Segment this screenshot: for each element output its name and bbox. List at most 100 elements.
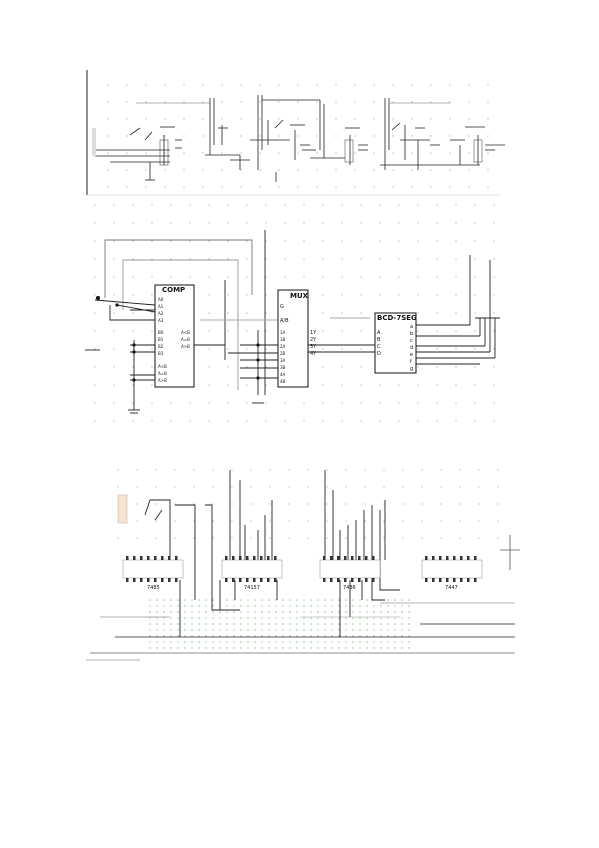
chip-pin xyxy=(330,578,333,582)
grid-dot xyxy=(202,84,204,86)
grid-dot xyxy=(449,84,451,86)
grid-dot xyxy=(497,486,499,488)
grid-dot xyxy=(189,276,191,278)
grid-dot xyxy=(170,623,172,625)
bcd-out-label: c xyxy=(410,338,413,344)
grid-dot xyxy=(117,486,119,488)
grid-dot xyxy=(493,240,495,242)
grid-dot xyxy=(254,647,256,649)
grid-dot xyxy=(411,186,413,188)
grid-dot xyxy=(268,605,270,607)
grid-dot xyxy=(145,118,147,120)
chip-pin xyxy=(474,556,477,560)
grid-dot xyxy=(227,258,229,260)
grid-dot xyxy=(265,222,267,224)
grid-dot xyxy=(231,520,233,522)
grid-dot xyxy=(191,635,193,637)
grid-dot xyxy=(459,537,461,539)
grid-dot xyxy=(250,486,252,488)
bcd-pin-label: D xyxy=(377,351,381,357)
grid-dot xyxy=(394,617,396,619)
grid-dot xyxy=(94,348,96,350)
grid-dot xyxy=(411,135,413,137)
grid-dot xyxy=(401,617,403,619)
grid-dot xyxy=(322,366,324,368)
grid-dot xyxy=(113,348,115,350)
grid-dot xyxy=(191,605,193,607)
breadboard-holes xyxy=(149,599,410,649)
grid-dot xyxy=(149,617,151,619)
grid-dot xyxy=(296,641,298,643)
grid-dot xyxy=(387,623,389,625)
grid-dot xyxy=(269,469,271,471)
chip-pin xyxy=(232,578,235,582)
chip-pin xyxy=(453,556,456,560)
grid-dot xyxy=(289,641,291,643)
grid-dot xyxy=(164,101,166,103)
grid-dot xyxy=(360,312,362,314)
chip-pin xyxy=(337,556,340,560)
grid-dot xyxy=(474,240,476,242)
grid-dot xyxy=(303,599,305,601)
grid-dot xyxy=(246,222,248,224)
grid-dot xyxy=(193,537,195,539)
grid-dot xyxy=(310,629,312,631)
grid-dot xyxy=(296,617,298,619)
grid-dot xyxy=(345,641,347,643)
chip-pin xyxy=(168,578,171,582)
chip-label: 7486 xyxy=(343,585,356,591)
grid-dot xyxy=(398,384,400,386)
grid-dot xyxy=(288,537,290,539)
grid-dot xyxy=(278,186,280,188)
chip-pin xyxy=(372,578,375,582)
grid-dot xyxy=(275,623,277,625)
grid-dot xyxy=(219,641,221,643)
grid-dot xyxy=(316,101,318,103)
grid-dot xyxy=(383,486,385,488)
grid-dot xyxy=(303,402,305,404)
chip-pin xyxy=(133,556,136,560)
grid-dot xyxy=(417,312,419,314)
grid-dot xyxy=(94,420,96,422)
grid-dot xyxy=(183,118,185,120)
grid-dot xyxy=(94,312,96,314)
grid-dot xyxy=(227,330,229,332)
grid-dot xyxy=(455,294,457,296)
grid-dot xyxy=(233,641,235,643)
grid-dot xyxy=(240,611,242,613)
grid-dot xyxy=(219,629,221,631)
grid-dot xyxy=(208,384,210,386)
chip-pin xyxy=(225,578,228,582)
grid-dot xyxy=(247,605,249,607)
grid-dot xyxy=(296,605,298,607)
grid-dot xyxy=(184,629,186,631)
grid-dot xyxy=(383,520,385,522)
grid-dot xyxy=(493,330,495,332)
grid-dot xyxy=(289,647,291,649)
grid-dot xyxy=(352,617,354,619)
grid-dot xyxy=(113,294,115,296)
grid-dot xyxy=(226,617,228,619)
grid-dot xyxy=(474,330,476,332)
grid-dot xyxy=(345,605,347,607)
grid-dot xyxy=(331,629,333,631)
grid-dot xyxy=(398,294,400,296)
grid-dot xyxy=(408,605,410,607)
grid-dot xyxy=(149,623,151,625)
grid-dot xyxy=(474,384,476,386)
grid-dot xyxy=(205,617,207,619)
grid-dot xyxy=(493,348,495,350)
grid-dot xyxy=(310,635,312,637)
dip-chip-1: 7485 xyxy=(122,556,184,591)
grid-dot xyxy=(265,240,267,242)
grid-dot xyxy=(359,617,361,619)
grid-dot xyxy=(156,611,158,613)
grid-dot xyxy=(198,635,200,637)
chip-pin xyxy=(161,556,164,560)
grid-dot xyxy=(303,276,305,278)
grid-dot xyxy=(227,384,229,386)
grid-dot xyxy=(455,204,457,206)
grid-dot xyxy=(360,366,362,368)
grid-dot xyxy=(170,641,172,643)
dip-switch-bank xyxy=(117,494,128,524)
